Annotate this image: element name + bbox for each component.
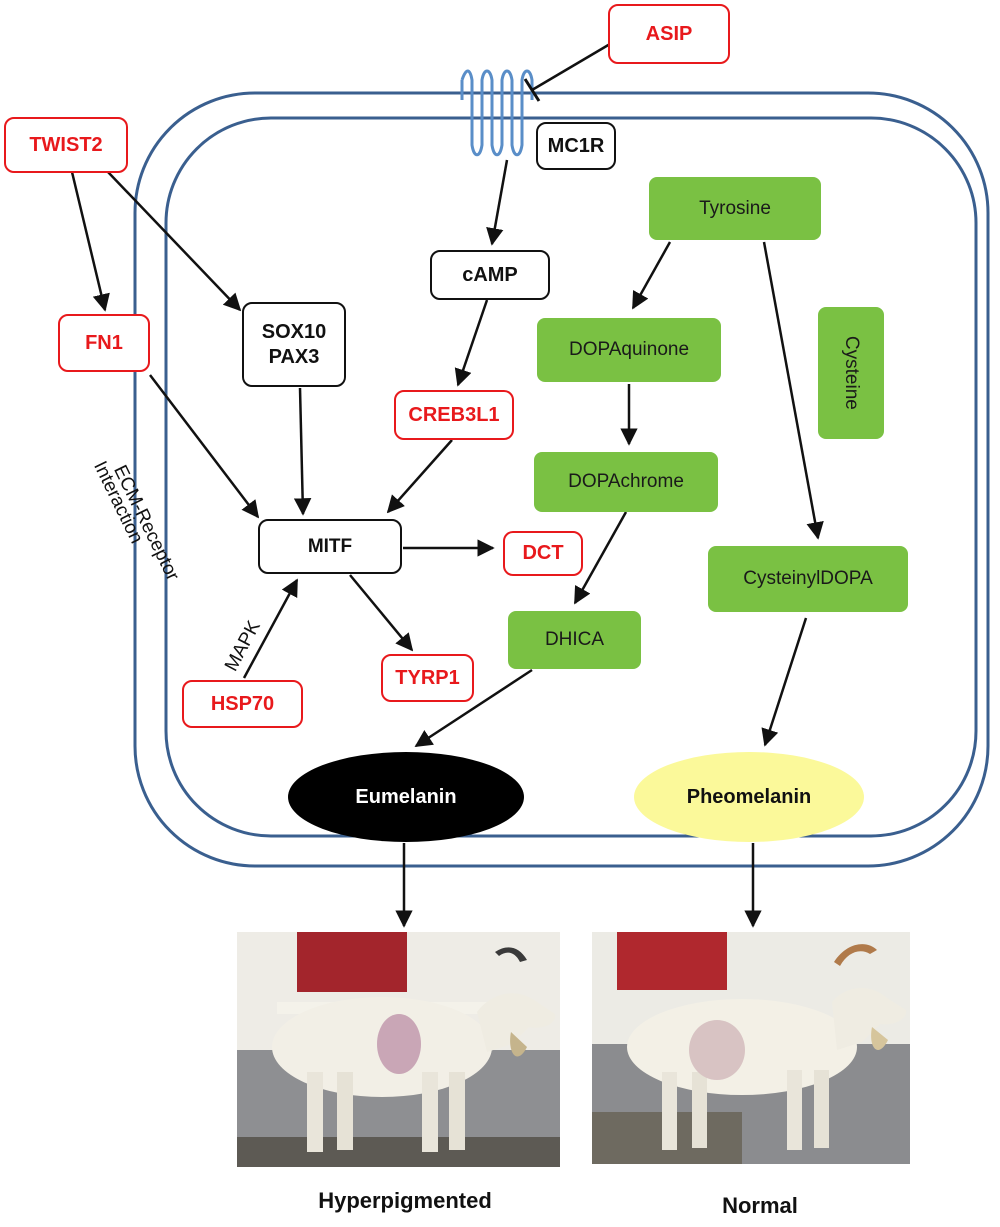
creb3l1-box: CREB3L1 <box>394 390 514 440</box>
arrow-dopachrome-dhica <box>573 511 628 605</box>
dopachrome-node: DOPAchrome <box>534 452 718 512</box>
arrow-twist2-fn1 <box>70 171 110 312</box>
sox10-pax3-box: SOX10 PAX3 <box>242 302 346 387</box>
outer-membrane <box>133 91 990 868</box>
arrow-hsp70-mitf <box>242 578 299 679</box>
mc1r-receptor-icon <box>460 69 534 157</box>
camp-box: cAMP <box>430 250 550 300</box>
cysteine-label: Cysteine <box>840 336 862 410</box>
cysteinyldopa-node: CysteinylDOPA <box>708 546 908 612</box>
hyperpigmented-goat-photo <box>237 932 560 1167</box>
arrow-mitf-tyrp1 <box>349 574 414 652</box>
arrow-camp-creb3l1 <box>454 299 489 387</box>
normal-caption: Normal <box>722 1193 798 1218</box>
fn1-box: FN1 <box>58 314 150 372</box>
arrow-tyrosine-dopaquinone <box>631 241 672 310</box>
pheomelanin-ellipse: Pheomelanin <box>634 752 864 842</box>
hyperpigmented-caption: Hyperpigmented <box>318 1188 492 1213</box>
arrow-creb3l1-mitf <box>386 439 453 514</box>
arrow-cysteinyldopa-pheomelanin <box>761 617 808 747</box>
asip-inhibition-line <box>531 42 611 92</box>
dct-box: DCT <box>503 531 583 576</box>
cysteine-node: Cysteine <box>818 307 884 439</box>
twist2-box: TWIST2 <box>4 117 128 173</box>
tyrosine-node: Tyrosine <box>649 177 821 240</box>
asip-box: ASIP <box>608 4 730 64</box>
eumelanin-ellipse: Eumelanin <box>288 752 524 842</box>
inner-membrane <box>164 116 978 838</box>
mc1r-box: MC1R <box>536 122 616 170</box>
arrow-sox10-mitf <box>293 387 312 516</box>
arrow-dhica-eumelanin <box>414 668 533 748</box>
normal-goat-image <box>592 932 910 1164</box>
arrow-fn1-mitf <box>149 374 260 519</box>
hyperpigmented-goat-image <box>237 932 560 1167</box>
asip-inhibition-bar <box>523 78 541 102</box>
hsp70-box: HSP70 <box>182 680 303 728</box>
arrow-tyrosine-cysteinyldopa <box>762 241 824 540</box>
arrow-mc1r-camp <box>486 159 509 246</box>
dhica-node: DHICA <box>508 611 641 669</box>
normal-goat-photo <box>592 932 910 1164</box>
arrow-twist2-sox10 <box>107 171 242 312</box>
tyrp1-box: TYRP1 <box>381 654 474 702</box>
mitf-box: MITF <box>258 519 402 574</box>
dopaquinone-node: DOPAquinone <box>537 318 721 382</box>
